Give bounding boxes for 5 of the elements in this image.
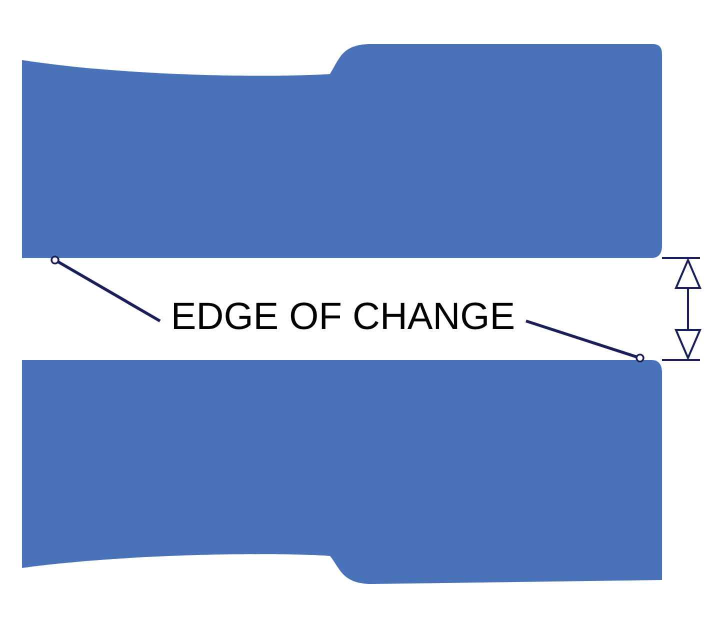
plate-shape — [22, 360, 662, 584]
leader-line — [526, 320, 644, 362]
callout-label: EDGE OF CHANGE — [158, 294, 528, 340]
leader-line — [50, 256, 161, 322]
plate-shape — [22, 44, 662, 258]
